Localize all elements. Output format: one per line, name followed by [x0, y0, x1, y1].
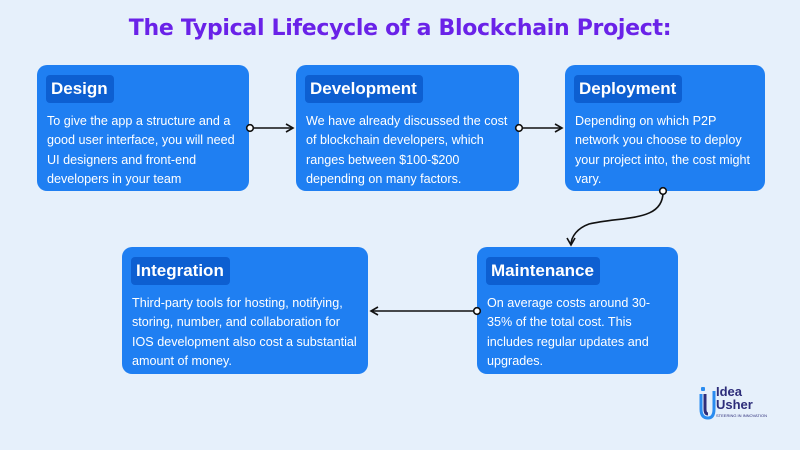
arrow-development-to-deployment — [514, 123, 564, 133]
logo-tagline: STEERING IN INNOVATION — [716, 413, 767, 418]
card-design-label: Design — [46, 75, 114, 103]
logo-text-usher: Usher — [716, 397, 753, 412]
ideausher-logo-mark — [699, 387, 716, 420]
card-development-label: Development — [305, 75, 423, 103]
card-design-text: To give the app a structure and a good u… — [47, 114, 235, 186]
logo-text-idea: Idea — [716, 384, 743, 399]
arrow-deployment-to-maintenance — [566, 186, 668, 247]
card-deployment-text: Depending on which P2P network you choos… — [575, 114, 750, 186]
card-development: Development We have already discussed th… — [296, 65, 519, 191]
card-development-text: We have already discussed the cost of bl… — [306, 114, 508, 186]
card-deployment: Deployment Depending on which P2P networ… — [565, 65, 765, 191]
card-integration-label: Integration — [131, 257, 230, 285]
ideausher-logo: Idea Usher STEERING IN INNOVATION — [698, 385, 774, 421]
arrow-maintenance-to-integration — [369, 306, 482, 316]
diagram-title: The Typical Lifecycle of a Blockchain Pr… — [128, 16, 672, 41]
card-maintenance: Maintenance On average costs around 30-3… — [477, 247, 678, 374]
card-integration: Integration Third-party tools for hostin… — [122, 247, 368, 374]
card-design: Design To give the app a structure and a… — [37, 65, 249, 191]
card-maintenance-text: On average costs around 30-35% of the to… — [487, 296, 651, 368]
card-deployment-label: Deployment — [574, 75, 683, 103]
card-integration-text: Third-party tools for hosting, notifying… — [132, 296, 357, 368]
arrow-design-to-development — [245, 123, 295, 133]
card-maintenance-label: Maintenance — [486, 257, 600, 285]
